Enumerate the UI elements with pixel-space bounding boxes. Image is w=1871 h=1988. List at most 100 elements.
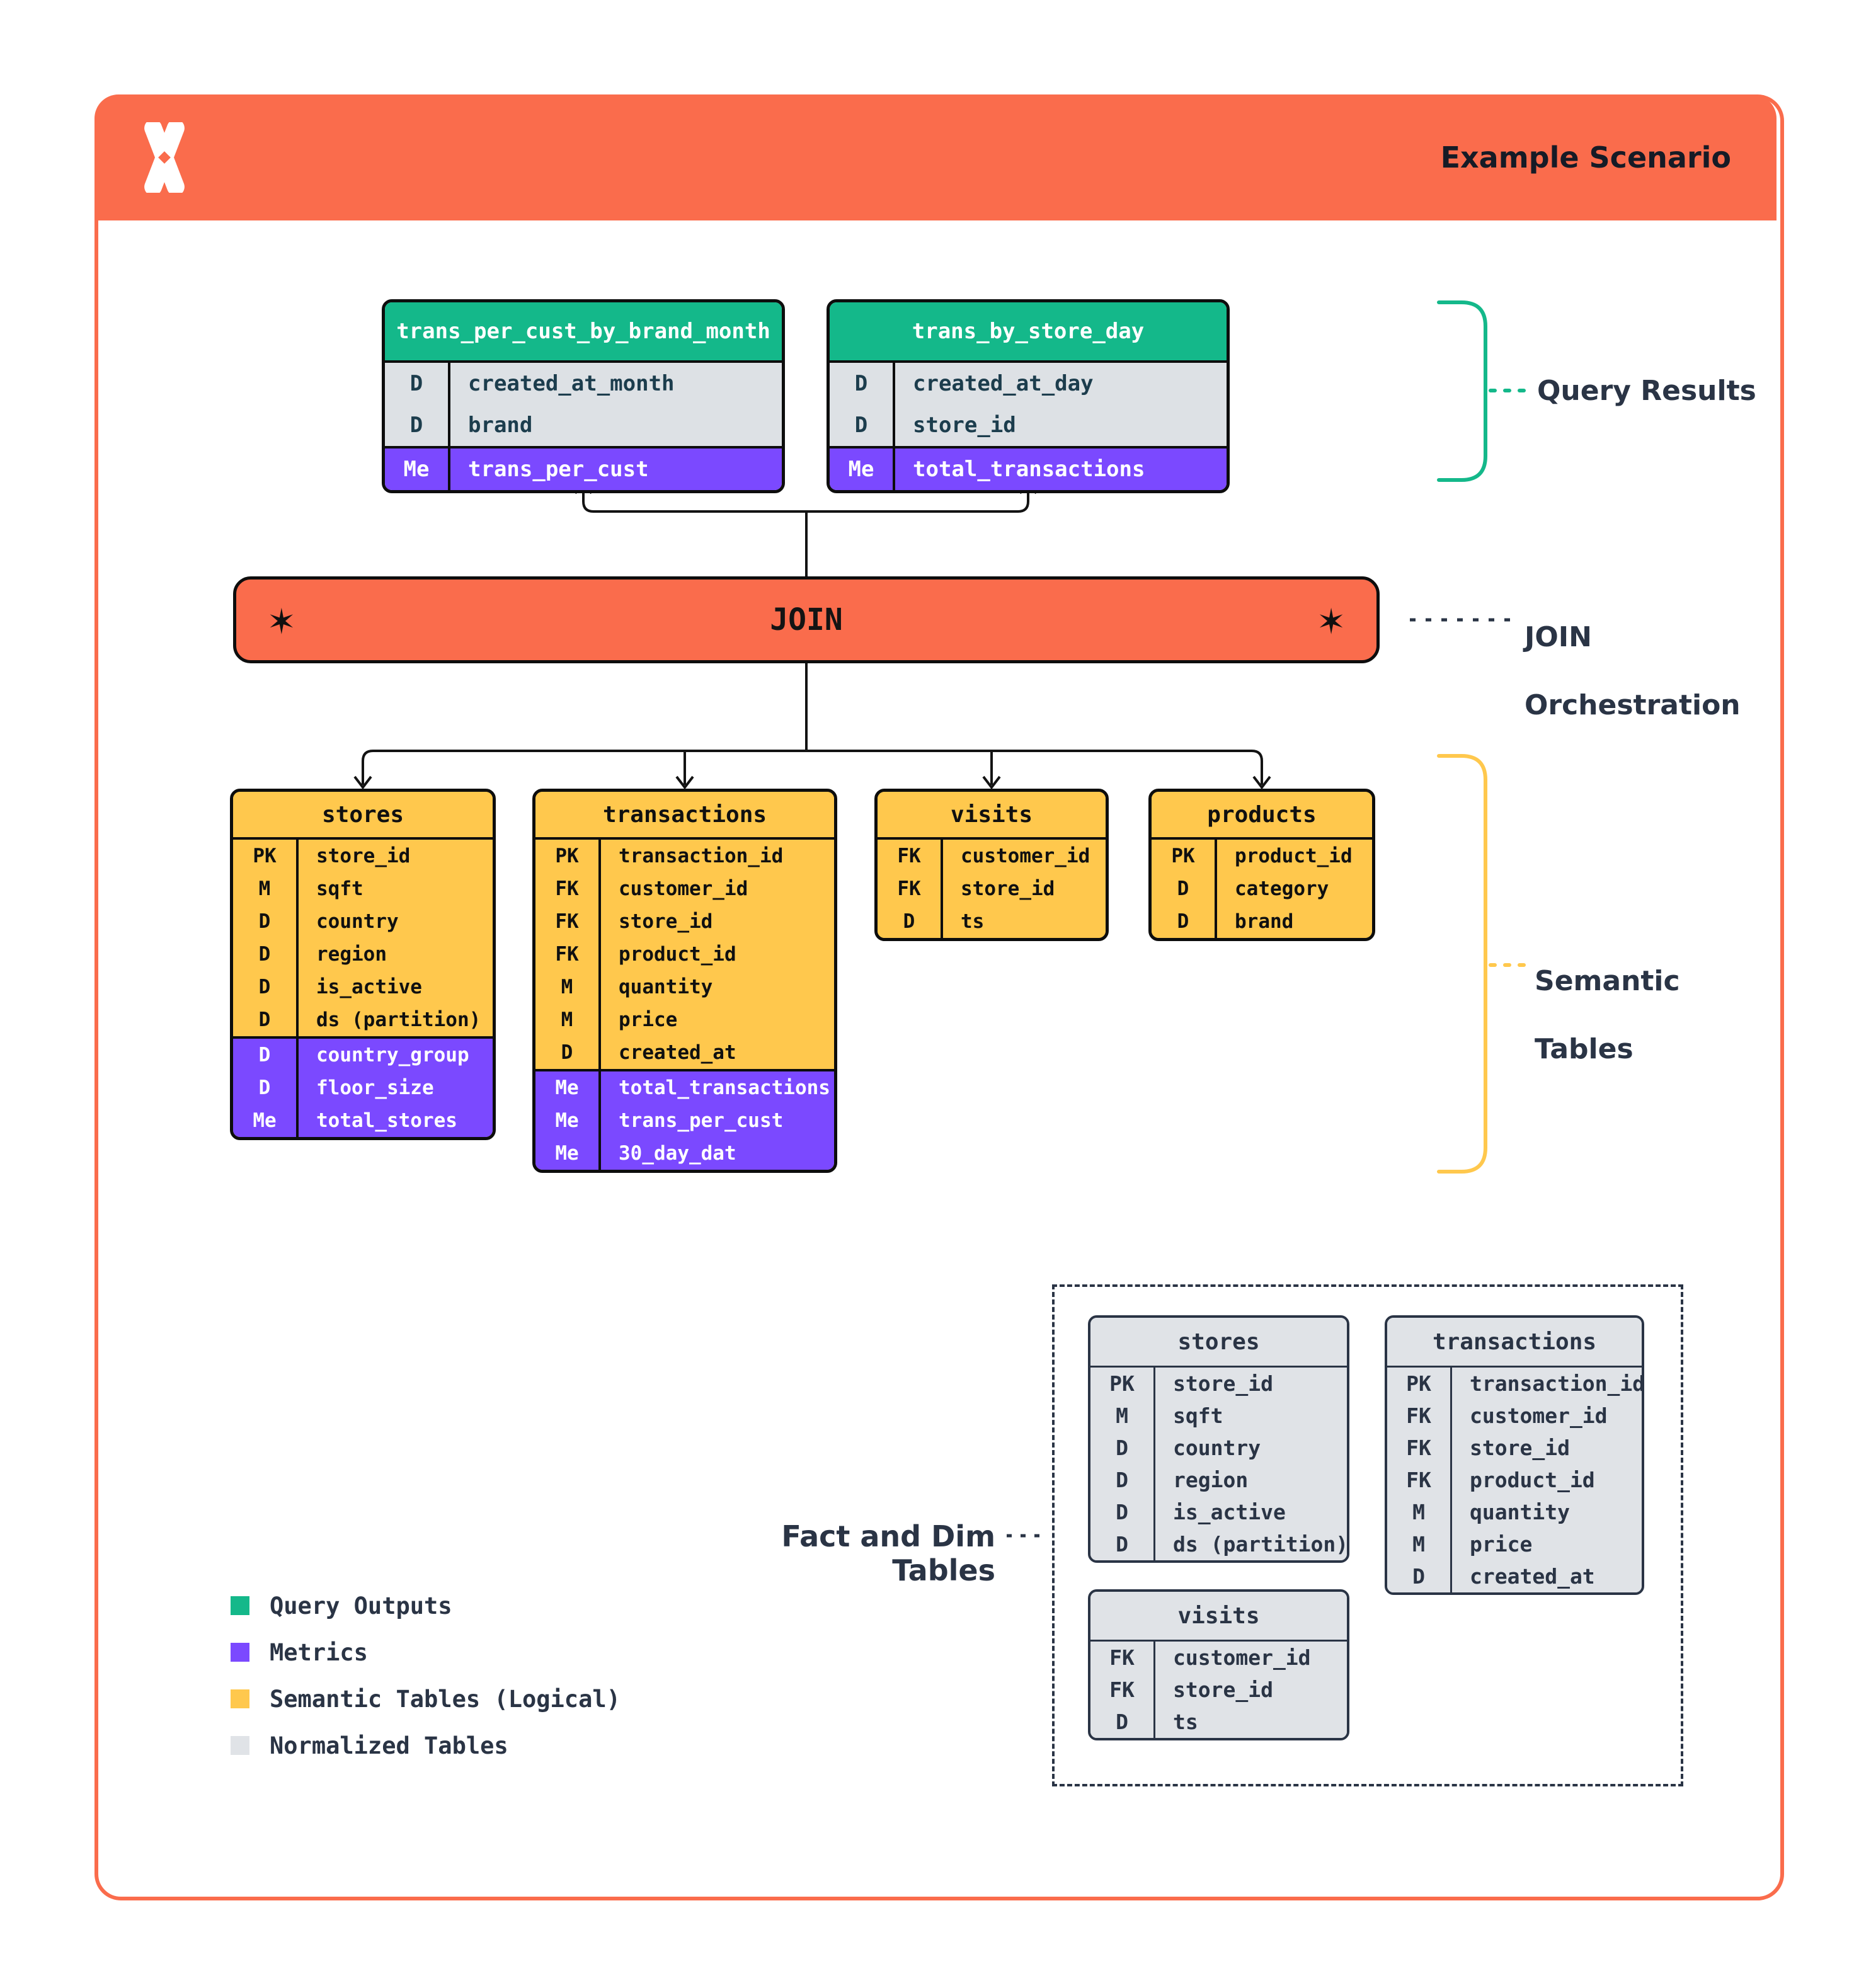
column-name: quantity [1470, 1500, 1570, 1524]
column-key-badge: M [1090, 1400, 1155, 1432]
column-name: trans_per_cust [619, 1109, 784, 1132]
purple-swatch-icon [231, 1643, 249, 1662]
column-name: product_id [1235, 845, 1353, 867]
legend-item-normalized-tables: Normalized Tables [231, 1722, 621, 1769]
column-name: region [1173, 1468, 1249, 1492]
table-row: PK product_id [1152, 840, 1372, 872]
column-name: transaction_id [1470, 1371, 1644, 1396]
legend-label: Metrics [270, 1638, 368, 1666]
column-key-badge: FK [1090, 1642, 1155, 1674]
column-name: price [1470, 1532, 1533, 1557]
column-name: category [1235, 877, 1329, 900]
column-key-badge: M [535, 1003, 601, 1036]
column-name: trans_per_cust [468, 457, 649, 482]
table-metrics-section: Me trans_per_cust [385, 446, 782, 490]
column-key-badge: M [1387, 1528, 1452, 1560]
column-name: price [619, 1008, 678, 1031]
column-key-badge: M [535, 971, 601, 1003]
column-key-badge: Me [830, 448, 895, 490]
column-name: product_id [1470, 1468, 1595, 1492]
card-header: Example Scenario [94, 94, 1777, 220]
join-orchestration-label-line2: Orchestration [1525, 689, 1741, 721]
column-key-badge: Me [385, 448, 450, 490]
column-name: total_stores [316, 1109, 457, 1132]
column-key-badge: M [1387, 1496, 1452, 1528]
column-key-badge: D [1152, 905, 1217, 938]
column-name: total_transactions [913, 457, 1145, 482]
column-key-badge: PK [1152, 840, 1217, 872]
join-orchestration-label-line1: JOIN [1525, 621, 1592, 653]
column-key-badge: FK [1090, 1674, 1155, 1706]
column-name: floor_size [316, 1077, 434, 1099]
column-name: store_id [1173, 1677, 1273, 1702]
column-key-badge: D [385, 363, 450, 404]
table-title: transactions [535, 792, 834, 840]
table-title: products [1152, 792, 1372, 840]
column-name: store_id [316, 845, 411, 867]
column-name: ds (partition) [1173, 1532, 1349, 1557]
fact-dim-tables-box [1052, 1284, 1683, 1786]
yellow-swatch-icon [231, 1689, 249, 1708]
column-key-badge: FK [535, 872, 601, 905]
legend-item-semantic-tables: Semantic Tables (Logical) [231, 1676, 621, 1722]
column-key-badge: M [233, 872, 299, 905]
join-orchestration-label: JOIN Orchestration [1525, 586, 1741, 757]
column-name: 30_day_dat [619, 1142, 736, 1165]
table-row: PK store_id [233, 840, 493, 872]
four-point-star-icon: ✶ [1319, 595, 1344, 644]
column-name: country [1173, 1436, 1261, 1460]
column-name: created_at_day [913, 371, 1094, 396]
column-key-badge: FK [535, 905, 601, 938]
legend-label: Semantic Tables (Logical) [270, 1685, 621, 1713]
column-key-badge: PK [233, 840, 299, 872]
column-key-badge: D [233, 1003, 299, 1036]
column-name: store_id [961, 877, 1055, 900]
table-row: Me total_transactions [830, 448, 1227, 490]
legend-item-metrics: Metrics [231, 1629, 621, 1676]
column-name: store_id [913, 413, 1016, 438]
legend: Query Outputs Metrics Semantic Tables (L… [231, 1582, 621, 1769]
column-key-badge: D [233, 1071, 299, 1104]
column-key-badge: D [1387, 1560, 1452, 1592]
column-key-badge: PK [1090, 1368, 1155, 1400]
join-label: JOIN [770, 602, 843, 637]
column-key-badge: D [1152, 872, 1217, 905]
column-key-badge: FK [535, 938, 601, 971]
column-key-badge: D [830, 363, 895, 404]
column-name: region [316, 943, 387, 966]
column-key-badge: FK [878, 840, 943, 872]
column-key-badge: D [385, 404, 450, 446]
table-title: trans_by_store_day [830, 302, 1227, 363]
column-key-badge: PK [1387, 1368, 1452, 1400]
column-name: is_active [316, 976, 422, 998]
column-key-badge: Me [535, 1071, 601, 1104]
semantic-tables-label-line1: Semantic [1535, 965, 1680, 997]
column-name: created_at [1470, 1564, 1595, 1589]
column-name: brand [468, 413, 533, 438]
table-title: stores [233, 792, 493, 840]
